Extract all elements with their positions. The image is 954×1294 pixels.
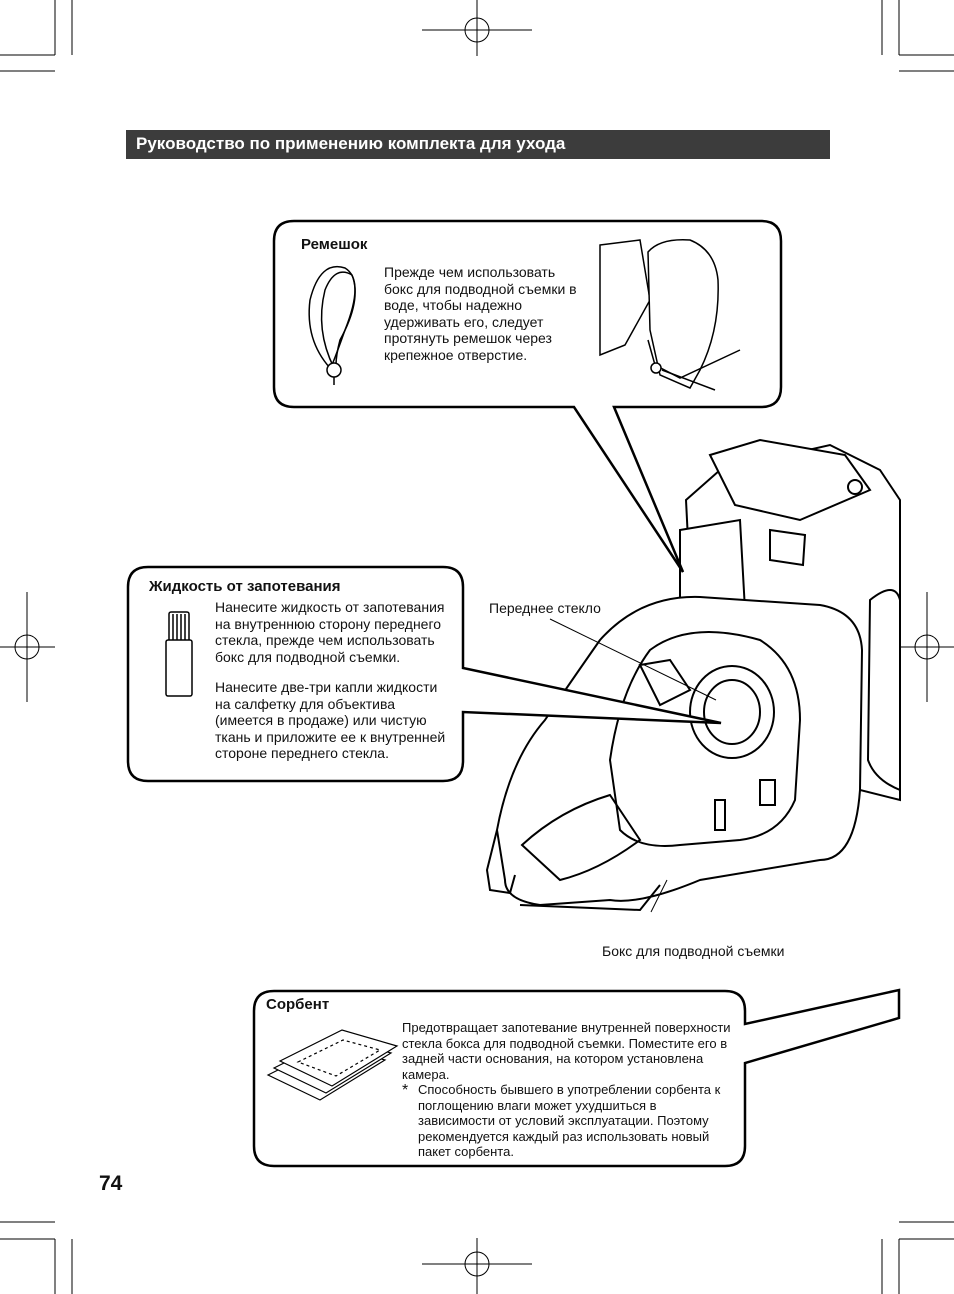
bottle-icon [165, 611, 193, 697]
leader-lines [549, 618, 717, 913]
sorbent-callout [252, 988, 901, 1168]
front-glass-label: Переднее стекло [489, 600, 601, 616]
strap-icon [308, 266, 356, 385]
housing-illustration [485, 438, 901, 912]
section-header: Руководство по применению комплекта для … [126, 130, 830, 159]
sorbent-note: Способность бывшего в употреблении сорбе… [418, 1082, 721, 1159]
strap-text: Прежде чем использовать бокс для подводн… [384, 264, 577, 363]
antifog-callout [126, 565, 722, 783]
sorbent-text: Предотвращает запотевание внутренней пов… [402, 1020, 731, 1082]
sorbent-title: Сорбент [266, 996, 330, 1013]
antifog-title: Жидкость от запотевания [149, 578, 341, 595]
strap-title: Ремешок [301, 236, 368, 253]
sorbent-packet-icon [266, 1029, 399, 1101]
page-number: 74 [99, 1172, 123, 1195]
housing-label: Бокс для подводной съемки [602, 943, 785, 959]
hand-strap-icon [599, 239, 741, 391]
antifog-paragraph-2: Нанесите две-три капли жидкости на салфе… [215, 679, 446, 761]
section-title: Руководство по применению комплекта для … [136, 134, 566, 153]
note-marker: * [402, 1082, 409, 1099]
antifog-paragraph-1: Нанесите жидкость от запотевания на внут… [215, 599, 445, 665]
